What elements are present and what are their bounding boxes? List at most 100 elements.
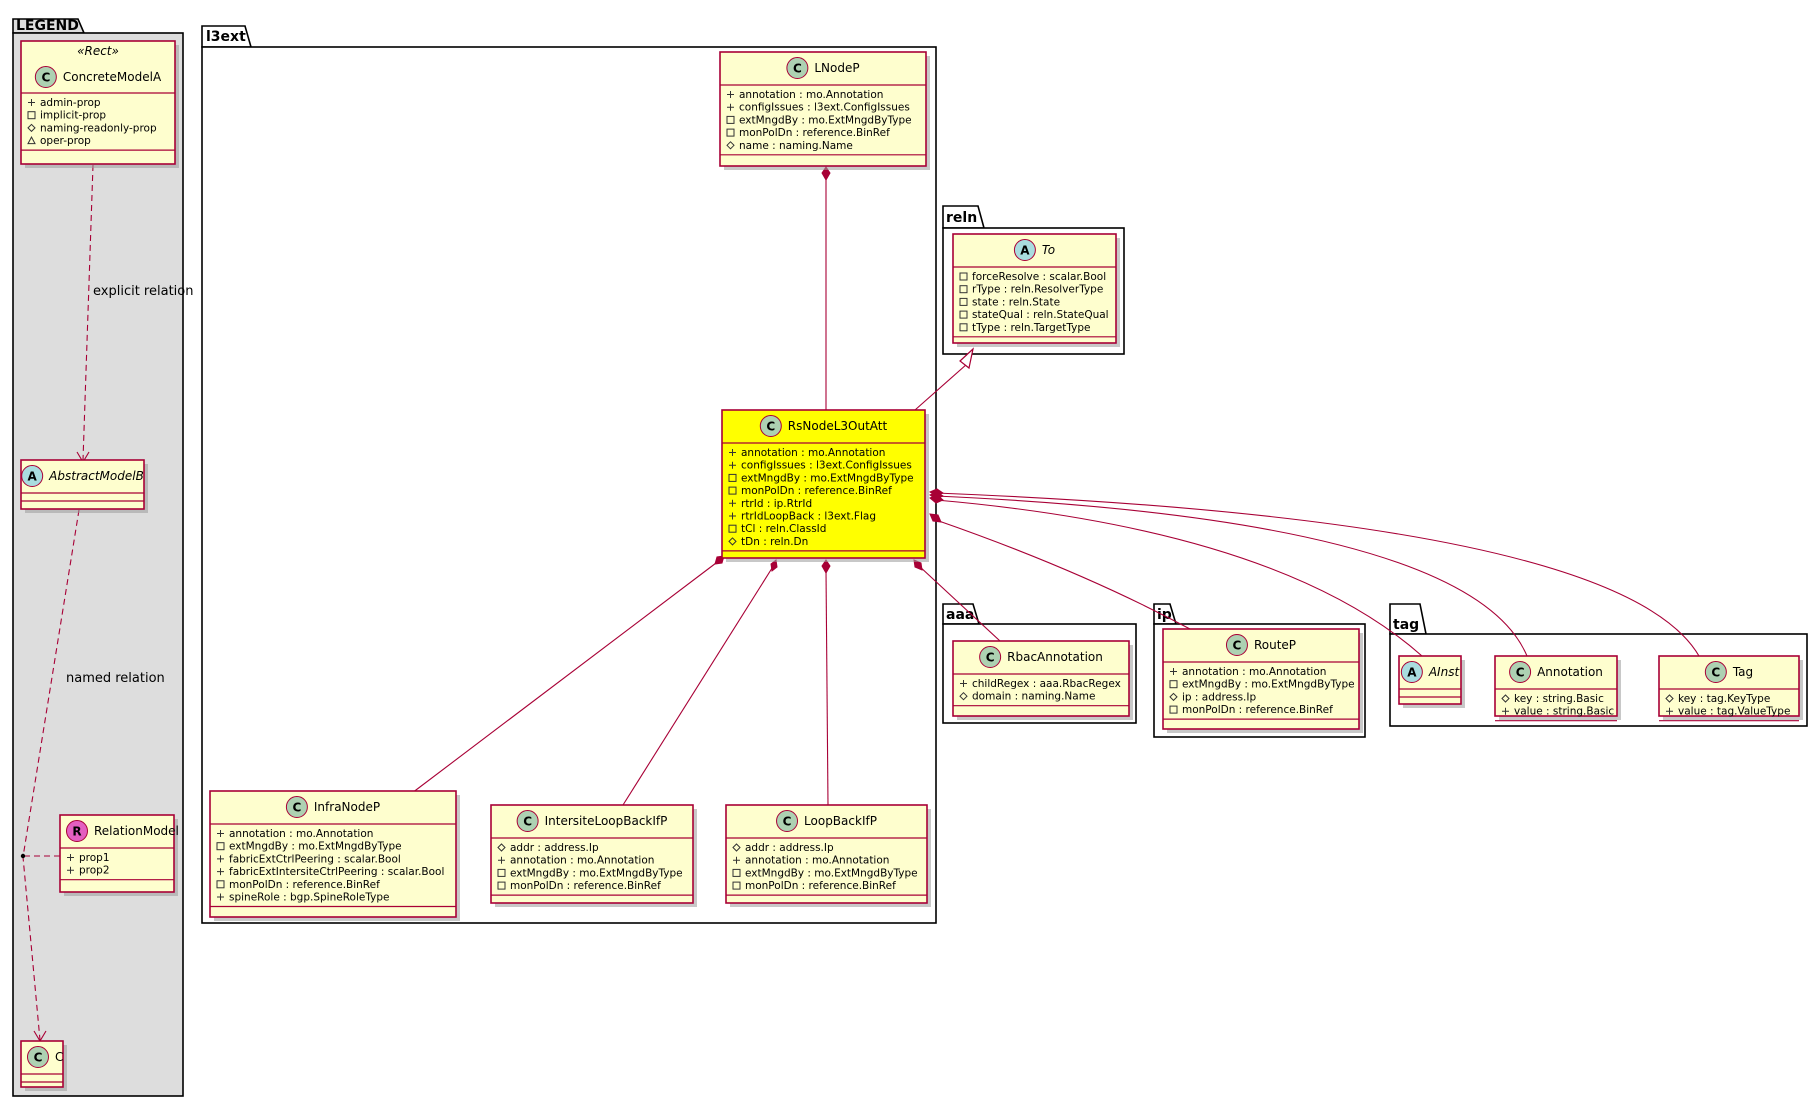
loopback-ifp-box	[725, 804, 928, 904]
ainst-class[interactable]: AInst A	[1398, 655, 1465, 708]
generalization-triangle	[959, 347, 974, 370]
lnodep-attr-2-visibility-icon	[726, 115, 735, 124]
lnodep-icon-letter: C	[793, 62, 802, 76]
package-legend: LEGEND	[12, 18, 184, 1097]
tag-tag-box	[1658, 655, 1800, 717]
loopback-composition-diamond	[821, 559, 831, 575]
intersite-loopback-ifp-name: IntersiteLoopBackIfP	[545, 814, 668, 828]
intersite-loopback-ifp-attr-0-visibility-icon	[497, 843, 506, 852]
infranodep-icon-letter: C	[292, 801, 301, 815]
lnodep-icon	[786, 57, 809, 79]
ainst-icon-letter: A	[1407, 666, 1417, 680]
concrete-model-a-icon	[34, 66, 57, 88]
concrete-model-a-stereotype: «Rect»	[77, 44, 119, 58]
lnodep-attr-3-visibility-icon	[726, 128, 735, 137]
legend-c-icon	[27, 1046, 49, 1068]
concrete-model-a-attr-0-visibility-icon	[28, 99, 35, 106]
rsnode-intersite-edge	[622, 564, 775, 806]
loopback-ifp-attr-3-visibility-icon	[732, 881, 741, 890]
lnodep-box	[719, 51, 927, 167]
rsnode-l3outatt-icon-letter: C	[766, 420, 775, 434]
rsnode-routep-edge	[935, 519, 1191, 630]
rsnode-infranodep-edge	[411, 559, 721, 794]
routep-attr-1: extMngdBy : mo.ExtMngdByType	[1182, 679, 1355, 691]
infranodep-attr-1-visibility-icon	[216, 842, 225, 851]
lnodep-attr-3: monPolDn : reference.BinRef	[739, 127, 890, 139]
loopback-ifp-attr-1-visibility-icon	[733, 856, 740, 864]
named-relation-label: named relation	[66, 671, 165, 686]
legend-c-class[interactable]: CC	[20, 1040, 67, 1091]
loopback-ifp-attr-0: addr : address.Ip	[745, 842, 834, 854]
lnodep-attr-0: annotation : mo.Annotation	[739, 89, 883, 101]
relation-model-attr-1-visibility-icon	[67, 866, 74, 874]
rsnode-l3outatt-attr-3: monPolDn : reference.BinRef	[741, 485, 892, 497]
rsnode-l3outatt-box	[721, 409, 926, 559]
rsnode-tag-edge	[935, 492, 1700, 657]
lnodep-composition-diamond	[821, 166, 831, 182]
relation-model-attr-0: prop1	[79, 852, 110, 864]
lnodep-attr-0-visibility-icon	[727, 91, 734, 98]
relation-model-icon-letter: R	[72, 825, 81, 839]
rsnode-l3outatt-attr-5-visibility-icon	[729, 512, 736, 520]
ainst-name: AInst	[1428, 665, 1461, 679]
infranodep-name: InfraNodeP	[314, 800, 380, 814]
rsnode-l3outatt-attr-0-visibility-icon	[729, 449, 736, 456]
loopback-ifp-name: LoopBackIfP	[804, 814, 877, 828]
ainst-icon	[1400, 661, 1423, 683]
lnodep-attr-2: extMngdBy : mo.ExtMngdByType	[739, 114, 912, 126]
routep-name: RouteP	[1254, 638, 1296, 652]
loopback-ifp-attr-3: monPolDn : reference.BinRef	[745, 880, 896, 892]
package-l3ext-name: l3ext	[206, 29, 246, 45]
intersite-loopback-ifp-attr-2-visibility-icon	[497, 868, 506, 877]
tag-annotation-attr-0: key : string.Basic	[1514, 693, 1604, 705]
reln-to-attr-0-visibility-icon	[959, 272, 968, 281]
abstract-model-b-box	[20, 459, 145, 510]
loopback-ifp-attr-2: extMngdBy : mo.ExtMngdByType	[745, 867, 918, 879]
reln-to-icon-letter: A	[1020, 244, 1030, 258]
infranodep-attr-0-visibility-icon	[217, 830, 224, 837]
infranodep-attr-3-visibility-icon	[217, 868, 224, 876]
reln-to-attr-4-visibility-icon	[959, 323, 968, 332]
rbac-annotation-name: RbacAnnotation	[1007, 650, 1103, 664]
routep-composition-diamond	[929, 513, 942, 523]
loopback-ifp-icon	[776, 810, 799, 832]
intersite-loopback-ifp-attr-2: extMngdBy : mo.ExtMngdByType	[510, 867, 683, 879]
intersite-composition-diamond	[770, 559, 778, 572]
concrete-model-a-class[interactable]: «Rect»ConcreteModelACadmin-propimplicit-…	[20, 40, 179, 168]
tag-tag-attr-0-visibility-icon	[1665, 694, 1674, 703]
rsnode-l3outatt-attr-7-visibility-icon	[728, 537, 737, 546]
rsnode-rbac-edge	[917, 564, 1001, 642]
lnodep-name: LNodeP	[814, 61, 859, 75]
rsnode-l3outatt-attr-2-visibility-icon	[728, 473, 737, 482]
tag-tag-icon	[1704, 661, 1727, 683]
rsnode-l3outatt-attr-7: tDn : reln.Dn	[741, 536, 808, 548]
relation-model-name: RelationModel	[94, 824, 179, 838]
legend-c-name: C	[55, 1050, 63, 1064]
concrete-model-a-attr-3-visibility-icon	[27, 136, 36, 145]
rbac-annotation-icon	[979, 646, 1002, 668]
rsnode-l3outatt-attr-3-visibility-icon	[728, 486, 737, 495]
tag-tag-icon-letter: C	[1711, 666, 1720, 680]
rsnode-annotation-edge	[935, 495, 1528, 657]
abstract-model-b-icon-letter: A	[28, 470, 38, 484]
rsnode-l3outatt-name: RsNodeL3OutAtt	[788, 419, 888, 433]
concrete-model-a-attr-3: oper-prop	[40, 135, 91, 147]
rsnode-l3outatt-attr-2: extMngdBy : mo.ExtMngdByType	[741, 472, 914, 484]
routep-attr-0-visibility-icon	[1170, 668, 1177, 675]
concrete-model-a-box	[20, 40, 176, 165]
package-ip-name: ip	[1157, 607, 1172, 623]
infranodep-attr-3: fabricExtIntersiteCtrlPeering : scalar.B…	[229, 866, 444, 878]
package-aaa-name: aaa	[946, 607, 974, 623]
